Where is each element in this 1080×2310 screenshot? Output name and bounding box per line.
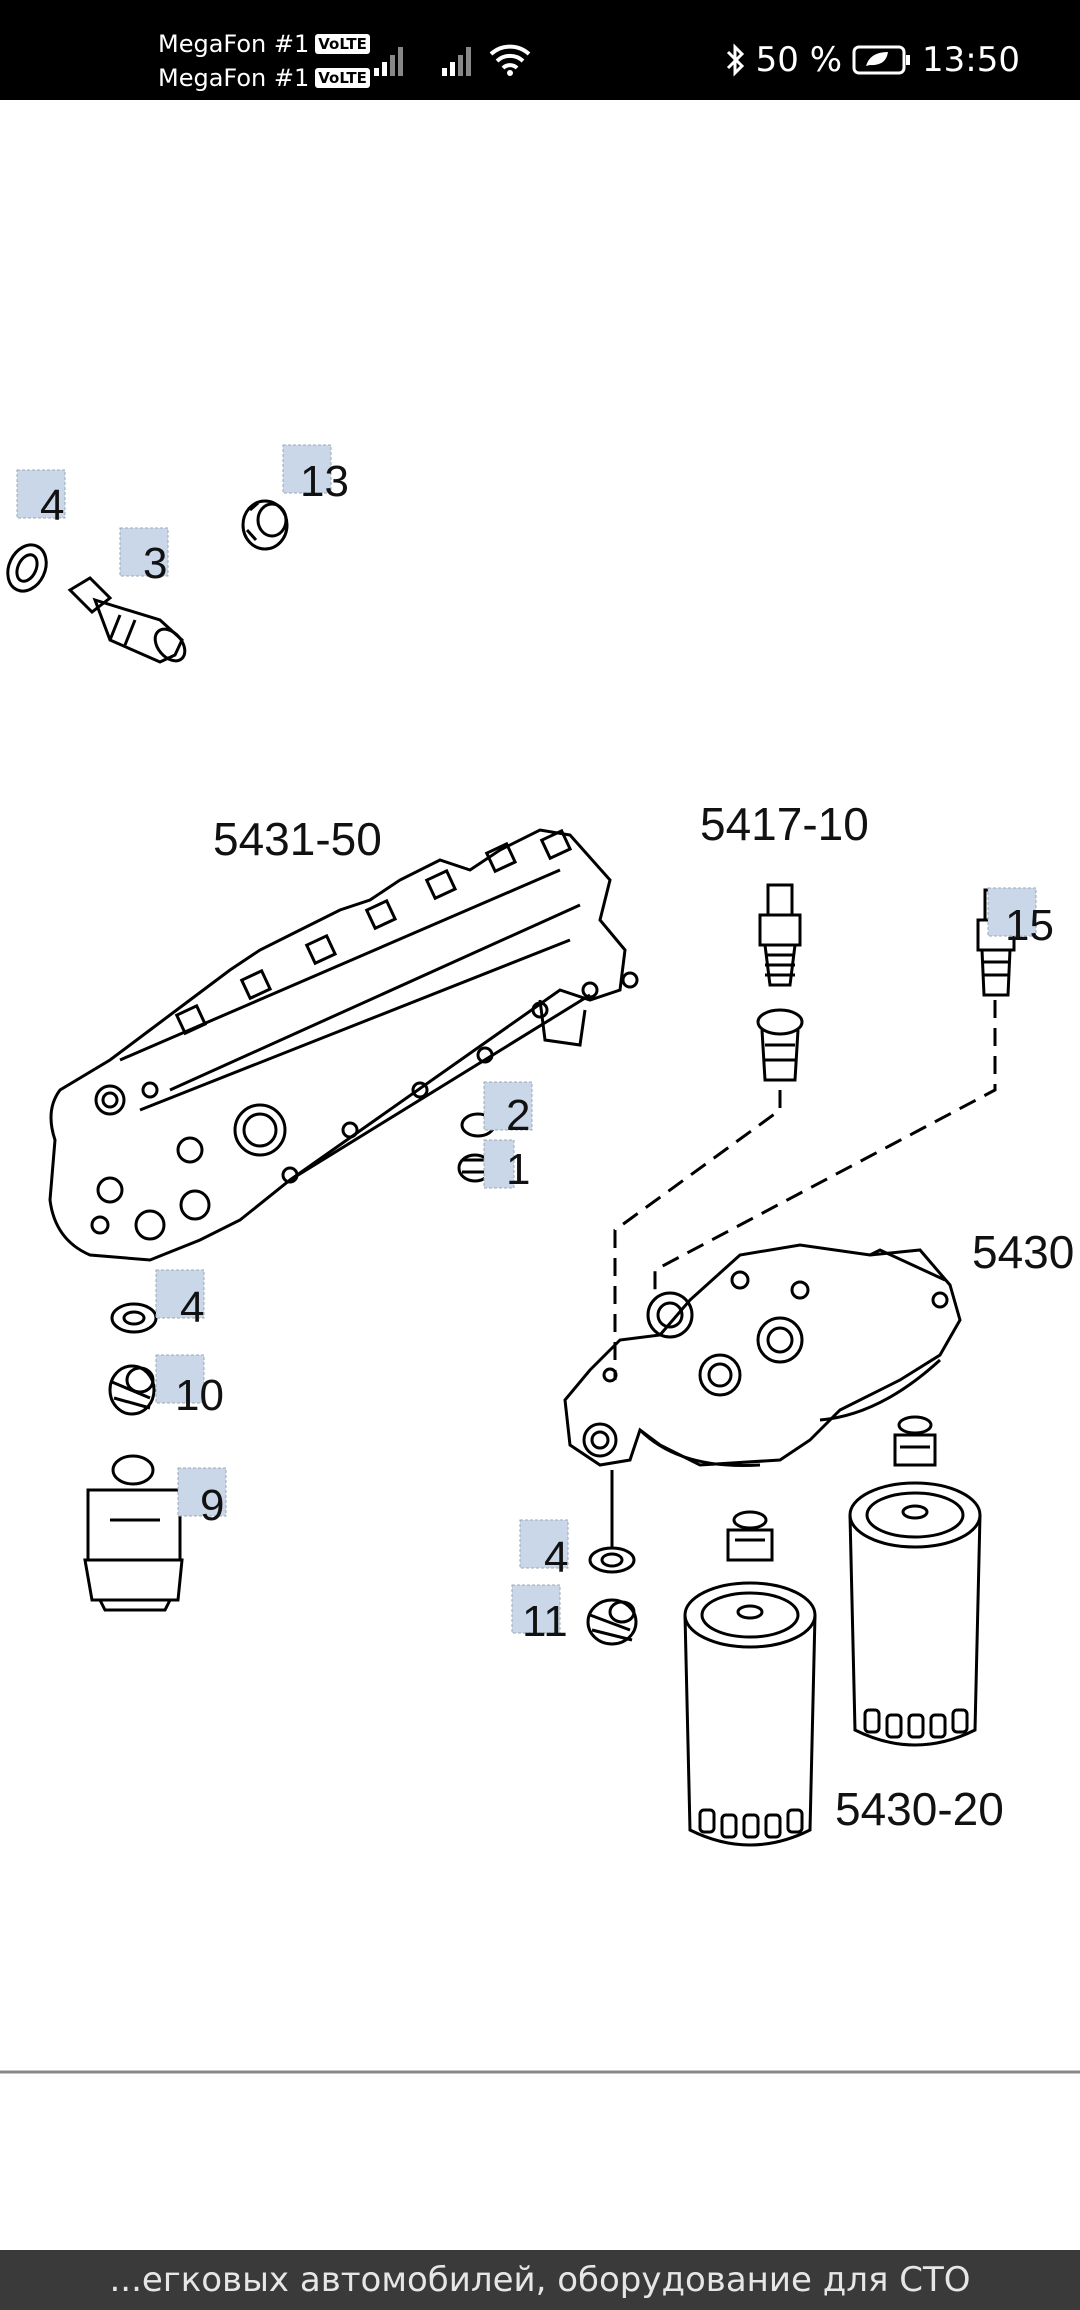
parts-diagram: 4 3 13 5431-50 5417-10 15 2 1 5430 4 10 …	[0, 444, 1080, 2074]
label-part-4-left[interactable]: 4	[180, 1283, 204, 1332]
content-area: 4 3 13 5431-50 5417-10 15 2 1 5430 4 10 …	[0, 100, 1080, 2250]
manifold-5431-50	[48, 828, 639, 1262]
carrier-2: MegaFon #1 VoLTE	[158, 64, 370, 92]
sensor-part-3	[67, 576, 187, 664]
label-part-3[interactable]: 3	[143, 539, 167, 588]
oil-filter-5430-20	[683, 1581, 817, 1847]
label-group-5417-10[interactable]: 5417-10	[700, 798, 869, 850]
label-part-11[interactable]: 11	[522, 1597, 568, 1646]
ring-part-4	[6, 543, 48, 593]
plug-part-13	[241, 499, 289, 551]
bottom-title-bar[interactable]: ...егковых автомобилей, оборудование для…	[0, 2250, 1080, 2310]
label-part-13[interactable]: 13	[300, 457, 349, 506]
nipple-fitting	[726, 1510, 774, 1562]
status-bar: MegaFon #1 VoLTE MegaFon #1 VoLTE 50 % 1…	[0, 0, 1080, 100]
label-group-5431-50[interactable]: 5431-50	[213, 813, 382, 865]
sensor-5417-10	[756, 883, 804, 1082]
label-part-10[interactable]: 10	[175, 1371, 224, 1420]
clock: 13:50	[922, 40, 1020, 80]
label-part-9[interactable]: 9	[200, 1481, 224, 1530]
plug-part-11	[586, 1598, 638, 1646]
label-group-5430-20[interactable]: 5430-20	[835, 1783, 1004, 1835]
washer-part-4-left	[110, 1302, 158, 1334]
label-part-4-right[interactable]: 4	[544, 1533, 568, 1582]
label-part-1[interactable]: 1	[506, 1145, 530, 1194]
volte-badge: VoLTE	[315, 68, 370, 88]
label-part-15[interactable]: 15	[1005, 901, 1054, 950]
label-group-5430[interactable]: 5430	[972, 1226, 1074, 1278]
filter-head-5430	[563, 1243, 962, 1468]
signal-icon	[442, 47, 471, 76]
sensor-part-9	[83, 1454, 184, 1612]
plug-part-10	[108, 1364, 156, 1416]
label-part-2[interactable]: 2	[506, 1091, 530, 1140]
carrier-1: MegaFon #1 VoLTE	[158, 30, 370, 58]
nipple-fitting	[893, 1415, 937, 1467]
label-part-4-top[interactable]: 4	[40, 481, 64, 530]
bottom-title-text: ...егковых автомобилей, оборудование для…	[109, 2260, 971, 2300]
battery-percent: 50 %	[755, 40, 843, 80]
battery-icon	[852, 45, 911, 75]
signal-icon	[374, 47, 403, 76]
carrier-2-label: MegaFon #1	[158, 64, 310, 92]
wifi-icon	[489, 44, 531, 76]
status-right: 50 % 13:50	[724, 40, 1020, 80]
oil-filter-5430	[848, 1481, 982, 1747]
bluetooth-icon	[726, 43, 744, 77]
volte-badge: VoLTE	[315, 34, 370, 54]
carrier-1-label: MegaFon #1	[158, 30, 310, 58]
washer-part-4-right	[588, 1546, 636, 1574]
